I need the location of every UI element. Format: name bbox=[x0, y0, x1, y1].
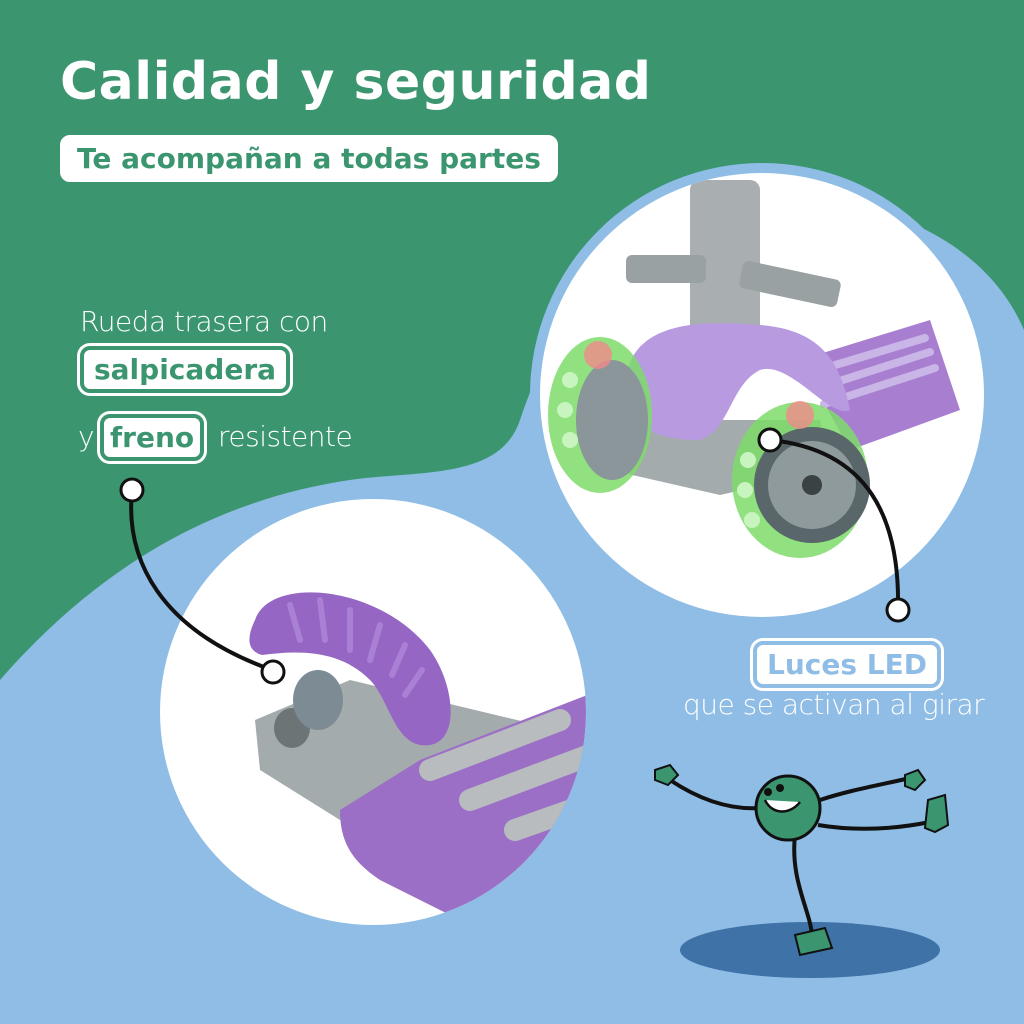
brake-badge: freno bbox=[100, 414, 205, 461]
mascot-character bbox=[654, 763, 950, 978]
connector-dot-top bbox=[119, 477, 145, 503]
mudguard-badge: salpicadera bbox=[80, 346, 291, 393]
led-lights-badge: Luces LED bbox=[753, 641, 941, 688]
connector-led bbox=[769, 438, 901, 611]
front-wheels-photo bbox=[530, 163, 994, 627]
connector-dot-led bbox=[885, 597, 911, 623]
rear-wheel-caption-prefix: y bbox=[78, 420, 95, 453]
connector-dot-fender bbox=[260, 659, 286, 685]
rear-wheel-caption-suffix: resistente bbox=[218, 420, 353, 453]
led-lights-caption: que se activan al girar bbox=[683, 688, 985, 721]
connector-dot-wheel bbox=[757, 427, 783, 453]
rear-wheel-photo bbox=[160, 499, 586, 925]
connector-rear bbox=[129, 489, 273, 672]
page-title: Calidad y seguridad bbox=[60, 52, 652, 112]
rear-wheel-caption-line1: Rueda trasera con bbox=[80, 305, 328, 338]
subtitle-badge: Te acompañan a todas partes bbox=[60, 135, 558, 182]
